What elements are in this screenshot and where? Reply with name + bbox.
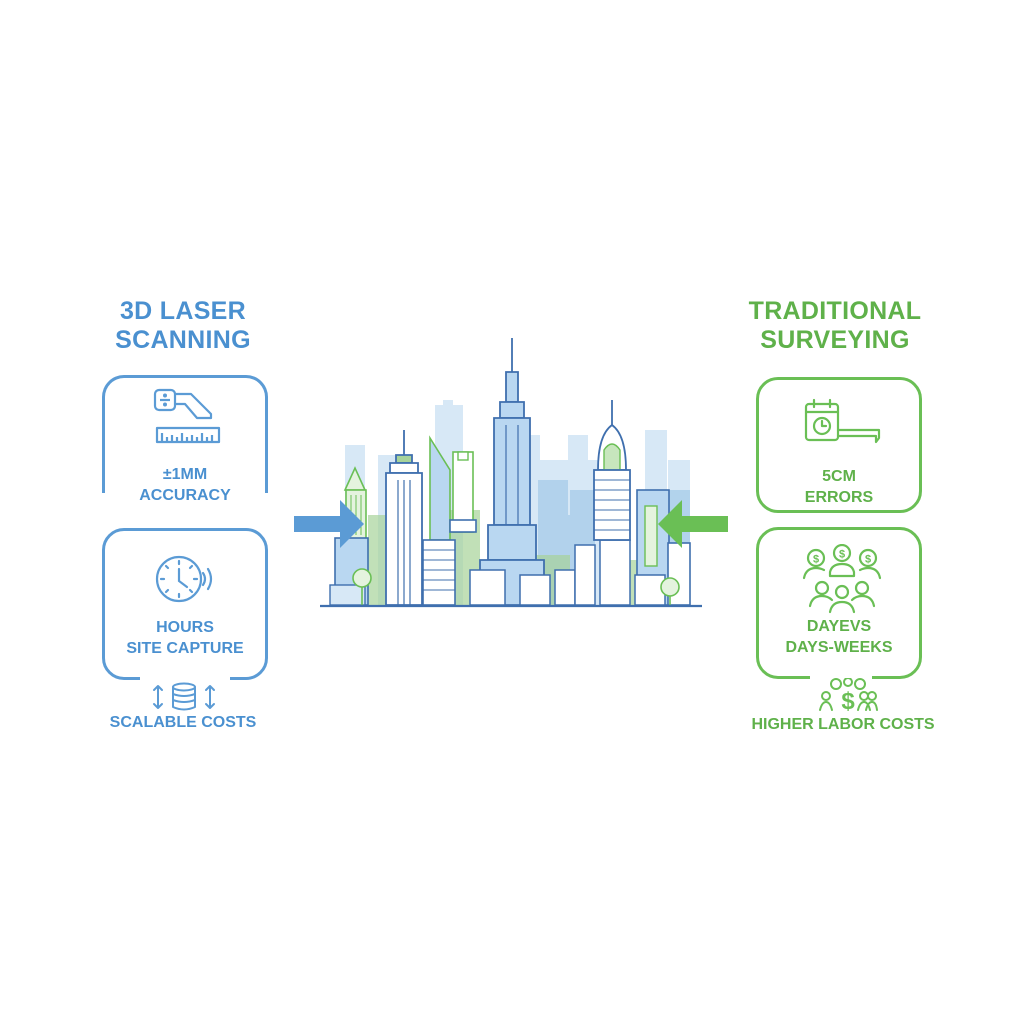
- errors-card: 5CM ERRORS: [756, 377, 922, 513]
- scalable-costs-label: SCALABLE COSTS: [109, 714, 257, 731]
- calendar-tape-measure-icon: [804, 398, 881, 444]
- title-line-2: SCANNING: [115, 326, 251, 354]
- arrow-left-icon: [658, 500, 728, 548]
- traditional-surveying-title: TRADITIONAL SURVEYING: [730, 297, 940, 355]
- laser-scanning-title: 3D LASER SCANNING: [88, 297, 278, 355]
- time-caption: SITE CAPTURE: [126, 640, 244, 657]
- errors-value: 5CM: [822, 468, 856, 485]
- city-skyline-illustration: [294, 338, 728, 608]
- tree-icon: [352, 568, 372, 588]
- accuracy-card: ±1MM ACCURACY: [102, 375, 268, 504]
- arrow-right-icon: [294, 500, 364, 548]
- svg-text:$: $: [865, 554, 871, 566]
- svg-text:$: $: [813, 554, 819, 566]
- svg-text:$: $: [839, 549, 845, 561]
- people-dollar-icon: $: [819, 678, 878, 712]
- site-capture-label: HOURS SITE CAPTURE: [105, 617, 265, 659]
- title-line-1: 3D LASER: [119, 297, 247, 325]
- clock-signal-icon: [155, 555, 213, 603]
- errors-caption: ERRORS: [804, 489, 874, 506]
- duration-value: DAYEVS: [806, 618, 872, 635]
- duration-label: DAYEVS DAYS-WEEKS: [759, 616, 919, 658]
- accuracy-caption: ACCURACY: [139, 487, 231, 504]
- title-line-1: TRADITIONAL: [748, 297, 922, 325]
- card-gap: [140, 677, 230, 683]
- tree-icon: [660, 577, 680, 597]
- svg-text:$: $: [841, 688, 855, 712]
- time-value: HOURS: [156, 619, 214, 636]
- laser-scanner-ruler-icon: [153, 388, 221, 444]
- duration-caption: DAYS-WEEKS: [785, 639, 893, 656]
- title-line-2: SURVEYING: [760, 326, 910, 354]
- card-gap: [810, 676, 872, 682]
- accuracy-label: ±1MM ACCURACY: [105, 464, 265, 506]
- duration-card: $ $ $ DAYEVS DAYS-WEEKS: [756, 527, 922, 679]
- people-money-icon: $ $ $: [802, 544, 882, 614]
- higher-labor-costs-label: HIGHER LABOR COSTS: [751, 716, 935, 733]
- site-capture-card: HOURS SITE CAPTURE: [102, 528, 268, 680]
- errors-label: 5CM ERRORS: [759, 466, 919, 508]
- database-scale-icon: [153, 682, 215, 711]
- accuracy-value: ±1MM: [162, 466, 208, 483]
- chrysler-tower: [593, 400, 631, 541]
